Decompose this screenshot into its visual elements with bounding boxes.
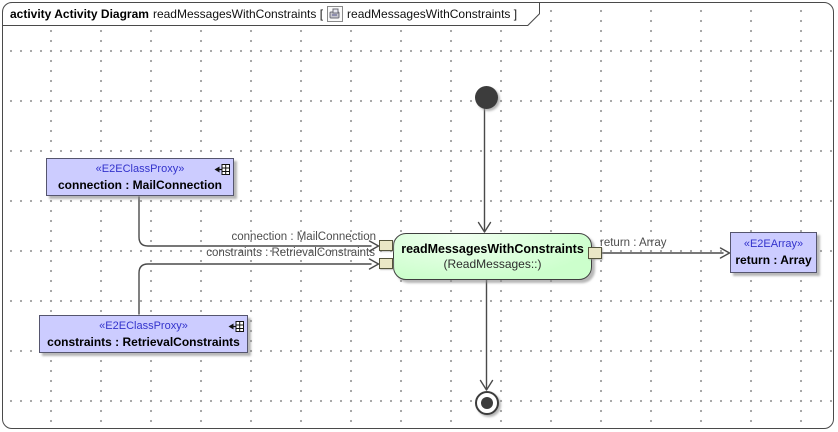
stereotype-label: «E2EClassProxy» bbox=[99, 320, 188, 332]
object-name-label: return : Array bbox=[735, 253, 812, 267]
input-pin-connection[interactable] bbox=[379, 240, 393, 251]
stereotype-label: «E2EClassProxy» bbox=[95, 163, 185, 175]
stereotype-label: «E2EArray» bbox=[743, 238, 804, 250]
activity-final-node[interactable] bbox=[475, 391, 499, 415]
object-name-label: constraints : RetrievalConstraints bbox=[47, 335, 240, 349]
frame-title-keyword: activity Activity Diagram bbox=[10, 7, 149, 21]
action-qualifier-label: (ReadMessages::) bbox=[443, 257, 542, 271]
action-name-label: readMessagesWithConstraints bbox=[401, 242, 584, 256]
edge-label-return[interactable]: return : Array bbox=[600, 237, 667, 249]
input-pin-constraints[interactable] bbox=[379, 258, 393, 269]
edge-action-to-final[interactable] bbox=[479, 279, 494, 391]
frame-title-content: activity Activity Diagram readMessagesWi… bbox=[3, 3, 539, 25]
object-node-return-array[interactable]: «E2EArray» return : Array bbox=[730, 232, 817, 273]
edge-constraints-to-pin[interactable] bbox=[138, 258, 380, 315]
object-name-label: connection : MailConnection bbox=[58, 178, 222, 192]
activity-final-dot bbox=[481, 397, 493, 409]
initial-node[interactable] bbox=[475, 86, 498, 109]
edge-label-constraints[interactable]: constraints : RetrievalConstraints bbox=[206, 247, 375, 259]
frame-title-diagram-name: readMessagesWithConstraints [ bbox=[152, 7, 324, 21]
action-node-readmessages[interactable]: readMessagesWithConstraints (ReadMessage… bbox=[393, 233, 592, 280]
edge-initial-to-action[interactable] bbox=[477, 106, 492, 233]
activity-diagram-icon bbox=[327, 6, 343, 22]
edge-layer bbox=[138, 106, 731, 391]
object-node-constraints[interactable]: «E2EClassProxy» constraints : RetrievalC… bbox=[39, 315, 248, 353]
frame-title: activity Activity Diagram readMessagesWi… bbox=[3, 3, 540, 26]
edge-return-to-array[interactable] bbox=[601, 247, 731, 259]
element-import-icon bbox=[228, 320, 244, 333]
element-import-icon bbox=[214, 163, 230, 176]
edge-label-connection[interactable]: connection : MailConnection bbox=[231, 231, 376, 243]
output-pin-return[interactable] bbox=[588, 247, 602, 259]
frame-title-context-name: readMessagesWithConstraints ] bbox=[347, 7, 518, 21]
object-node-connection[interactable]: «E2EClassProxy» connection : MailConnect… bbox=[46, 158, 234, 196]
